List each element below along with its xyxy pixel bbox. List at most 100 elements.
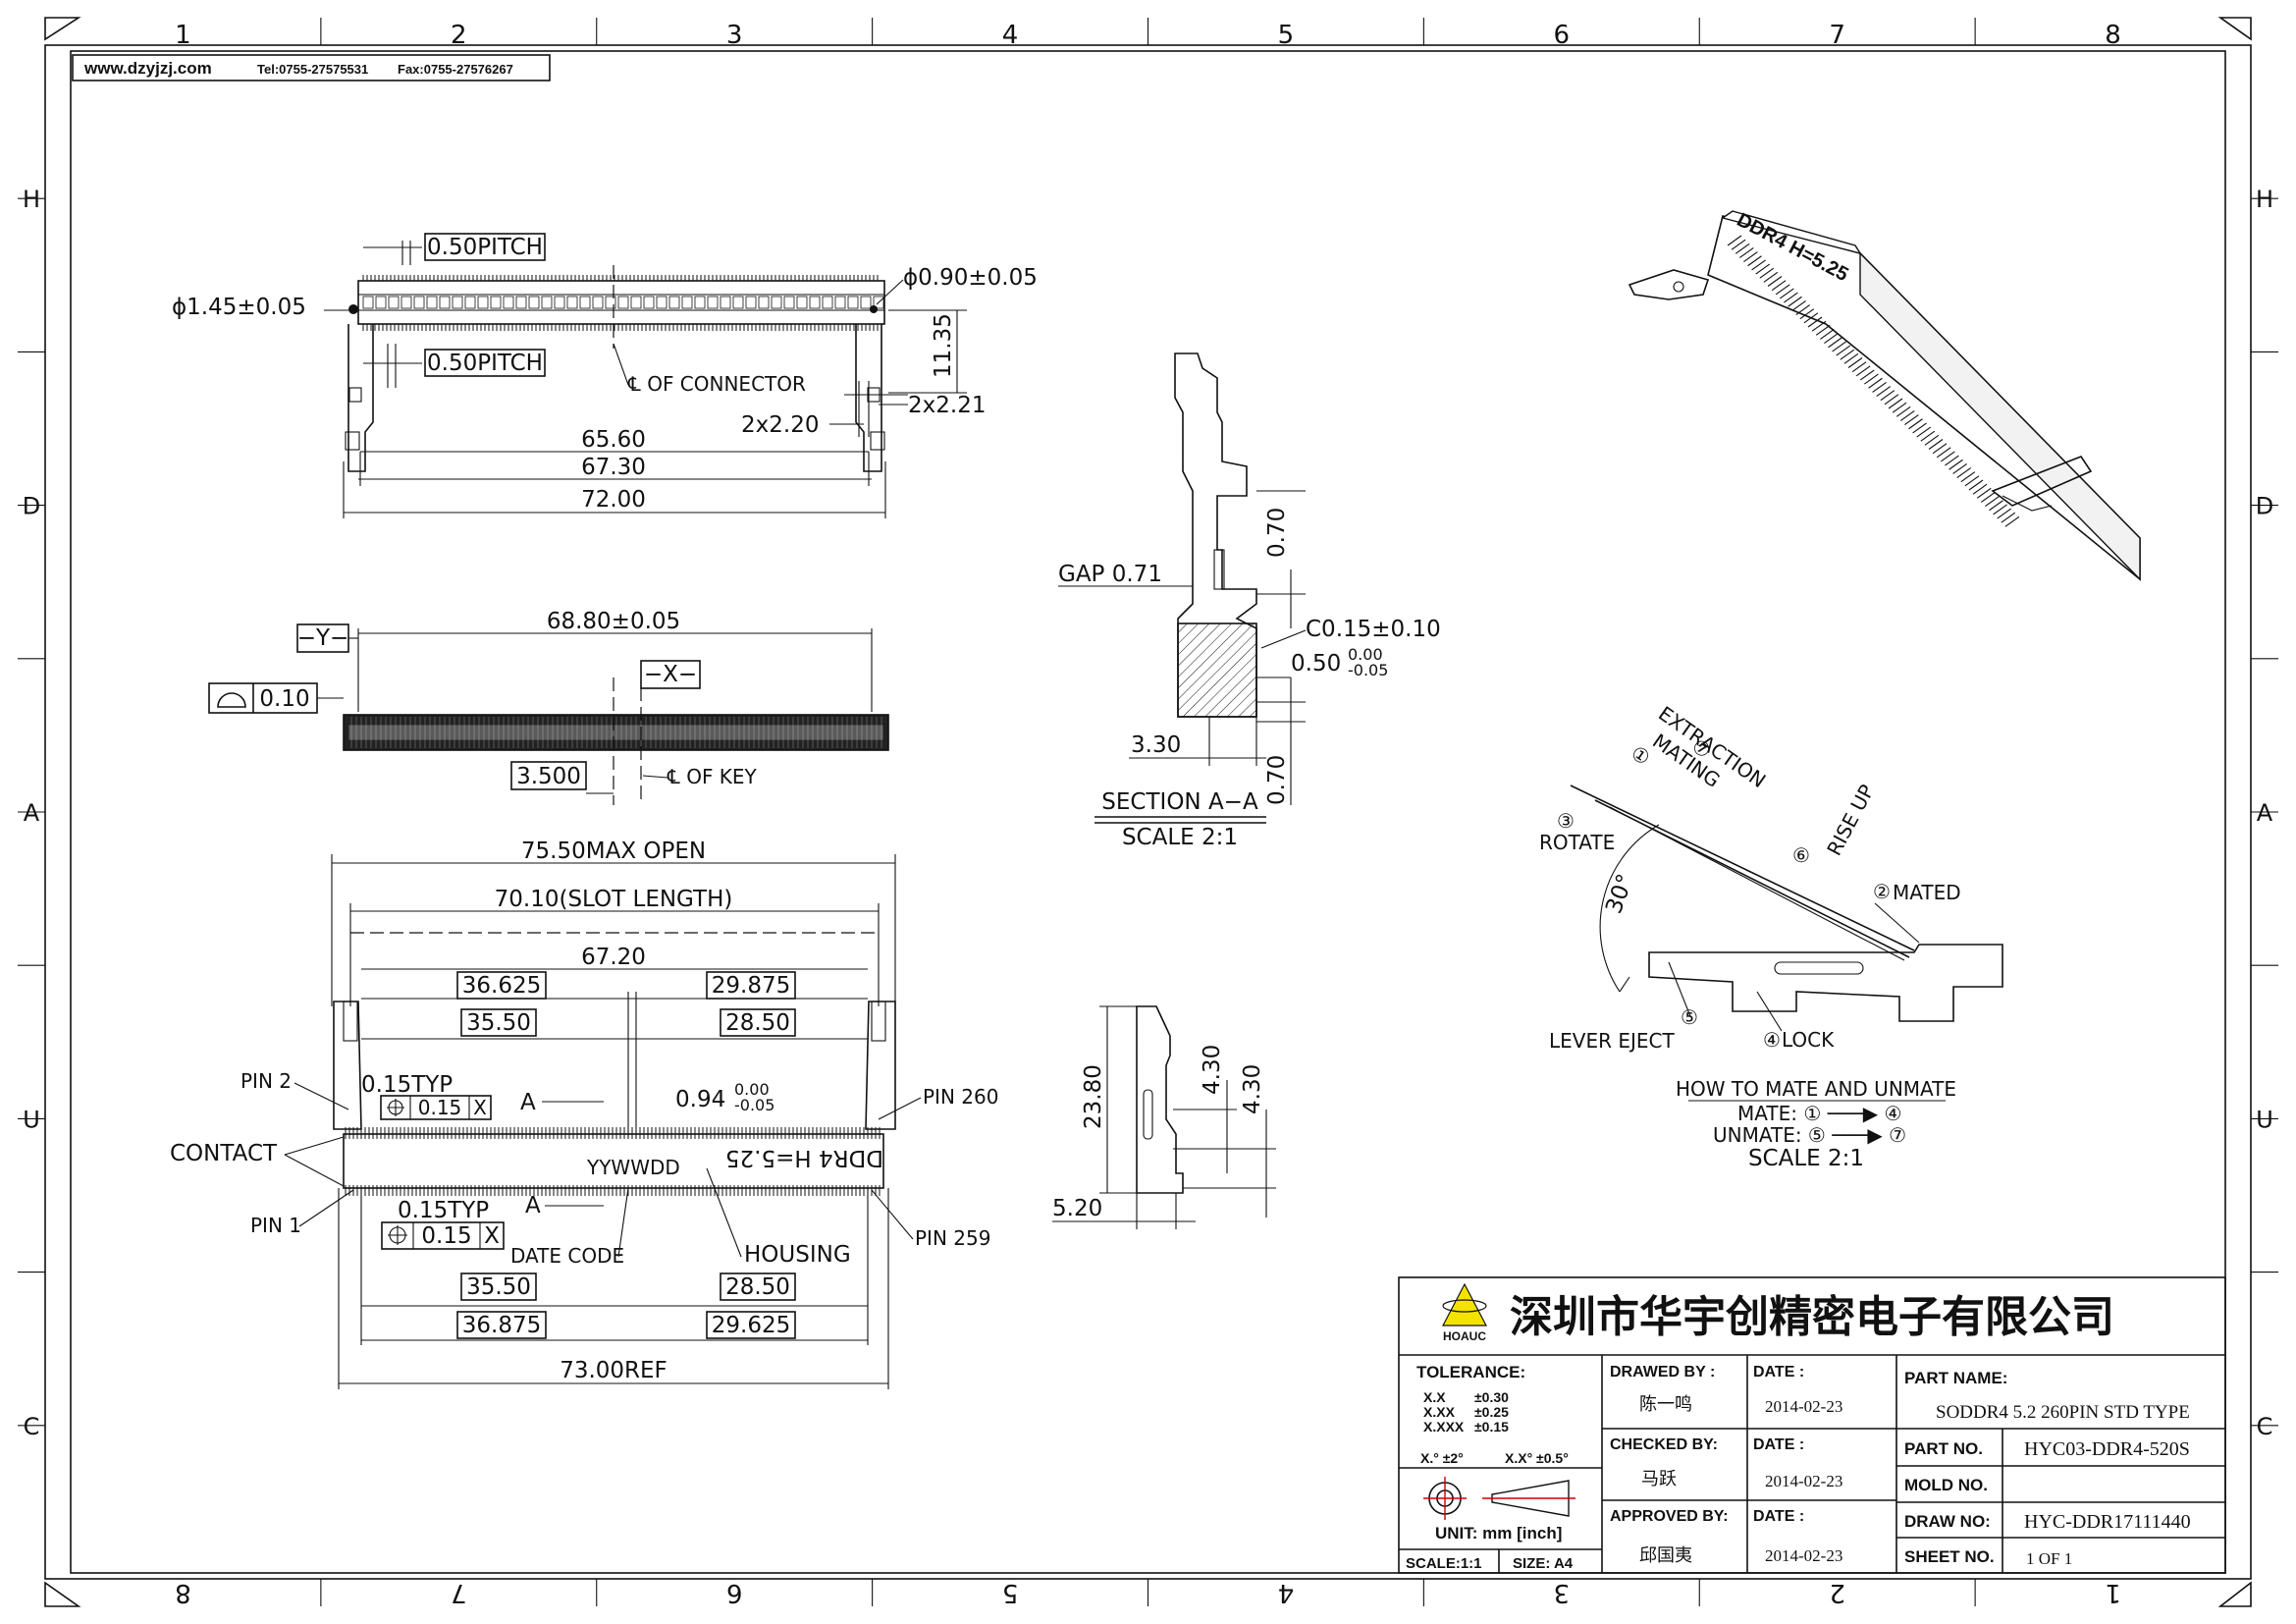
bottom-contact-teeth <box>345 1127 881 1196</box>
pos-top-label: 0.15 <box>418 1096 462 1119</box>
dim-070-top: 0.70 <box>1264 508 1290 558</box>
sheet-no-label: SHEET NO. <box>1904 1547 1995 1566</box>
checked-by: 马跃 <box>1641 1469 1677 1489</box>
dim-520: 5.20 <box>1052 1196 1102 1221</box>
dim-330: 3.30 <box>1131 732 1181 758</box>
part-no: HYC03-DDR4-520S <box>2024 1438 2190 1460</box>
size-label: SIZE: A4 <box>1513 1555 1574 1572</box>
tol-xx-val: ±0.25 <box>1474 1404 1509 1420</box>
unit-label: UNIT: mm [inch] <box>1435 1524 1562 1543</box>
dim-430-b: 4.30 <box>1240 1064 1265 1114</box>
dim-7200: 72.00 <box>581 487 646 513</box>
grid-row-right-H: H <box>2256 186 2273 213</box>
dim-2x221: 2x2.21 <box>908 393 986 418</box>
lock-label: LOCK <box>1782 1028 1835 1052</box>
hole-left-label: ϕ1.45±0.05 <box>172 295 306 320</box>
right-hole-mark <box>870 305 878 313</box>
draw-no: HYC-DDR17111440 <box>2024 1511 2191 1533</box>
grid-col-top-4: 4 <box>1002 21 1019 50</box>
part-no-label: PART NO. <box>1904 1439 1983 1458</box>
scale-label: SCALE:1:1 <box>1406 1555 1482 1572</box>
tol-xx: X.XX <box>1423 1404 1456 1420</box>
grid-col-top-7: 7 <box>1829 21 1845 50</box>
front-contact-marks <box>350 717 882 748</box>
tol-094-low: -0.05 <box>734 1096 774 1114</box>
grid-row-left-D: D <box>23 493 40 520</box>
step-lock: ④ <box>1763 1028 1781 1052</box>
unmate-sequence: UNMATE: ⑤ ───▶ ⑦ <box>1713 1123 1906 1147</box>
company-logo: HOAUC <box>1442 1282 1487 1343</box>
tol-050-up: 0.00 <box>1348 645 1383 664</box>
dim-6720: 67.20 <box>581 945 646 970</box>
isometric-view: DDR4 H=5.25 <box>1628 209 2141 581</box>
step-rise: ⑥ <box>1792 843 1810 867</box>
svg-text:X: X <box>473 1096 487 1119</box>
grid-col-bottom-8: 8 <box>175 1578 191 1607</box>
tolerance-label: TOLERANCE: <box>1416 1363 1525 1381</box>
tel-text: Tel:0755-27575531 <box>257 62 368 77</box>
side-view: 23.80 4.30 4.30 5.20 <box>1052 1005 1276 1229</box>
grid-col-bottom-2: 2 <box>1829 1578 1845 1607</box>
grid-row-right-U: U <box>2256 1106 2273 1133</box>
max-open-label: 75.50MAX OPEN <box>521 839 706 864</box>
front-view: −Y− 68.80±0.05 −X− 0.10 3.500 ℄ OF KEY <box>208 609 889 805</box>
section-scale: SCALE 2:1 <box>1122 825 1238 850</box>
lever-eject-label: LEVER EJECT <box>1549 1029 1675 1053</box>
connector-cl-label: ℄ OF CONNECTOR <box>627 372 806 396</box>
logo-text: HOAUC <box>1443 1329 1486 1343</box>
section-a-bottom-label: A <box>525 1193 541 1218</box>
dim-070-bot: 0.70 <box>1264 755 1290 805</box>
mark-label: DDR4 H=5.25 <box>725 1145 883 1170</box>
tol-x-val: ±0.30 <box>1474 1389 1509 1405</box>
tol-xxx: X.XXX <box>1423 1419 1465 1435</box>
front-width-label: 68.80±0.05 <box>547 609 680 634</box>
projection-symbol <box>1423 1477 1575 1520</box>
rotate-label: ROTATE <box>1539 831 1615 854</box>
contact-label: CONTACT <box>170 1141 278 1166</box>
dim-36625: 36.625 <box>462 973 541 999</box>
section-title: SECTION A−A <box>1101 789 1258 815</box>
grid-col-top-1: 1 <box>175 21 191 50</box>
side-height-label: 23.80 <box>1081 1064 1106 1129</box>
drawn-by-label: DRAWED BY : <box>1610 1364 1715 1380</box>
typ-bottom-label: 0.15TYP <box>398 1198 489 1223</box>
part-name: SODDR4 5.2 260PIN STD TYPE <box>1936 1402 2190 1423</box>
grid-col-top-6: 6 <box>1554 21 1571 50</box>
grid-col-bottom-7: 7 <box>451 1578 467 1607</box>
step-lever: ⑤ <box>1681 1005 1698 1029</box>
date-2: 2014-02-23 <box>1765 1472 1842 1490</box>
grid-col-bottom-6: 6 <box>726 1578 743 1607</box>
dim-29625: 29.625 <box>712 1313 790 1338</box>
grid-col-top-5: 5 <box>1278 21 1295 50</box>
section-a-top-label: A <box>520 1090 536 1115</box>
top-contact-cells <box>362 296 884 309</box>
title-block: HOAUC 深圳市华宇创精密电子有限公司 TOLERANCE: X.X ±0.3… <box>1398 1276 2226 1574</box>
ref-label: 73.00REF <box>560 1358 667 1383</box>
key-offset-label: 3.500 <box>516 764 581 789</box>
flatness-label: 0.10 <box>259 686 309 712</box>
height-label: 11.35 <box>931 313 956 378</box>
mold-no-label: MOLD NO. <box>1904 1476 1988 1494</box>
grid-col-bottom-1: 1 <box>2105 1578 2121 1607</box>
approved-by: 邱国夷 <box>1639 1545 1692 1566</box>
mated-label: MATED <box>1893 881 1961 904</box>
grid-col-bottom-5: 5 <box>1002 1578 1019 1607</box>
grid-row-right-A: A <box>2257 799 2273 827</box>
step-rotate: ③ <box>1557 809 1575 833</box>
part-name-label: PART NAME: <box>1904 1369 2007 1387</box>
header-contact-box: www.dzyjzj.com Tel:0755-27575531 Fax:075… <box>72 54 551 81</box>
pin259-label: PIN 259 <box>915 1226 990 1250</box>
tol-angle-1: X.° ±2° <box>1420 1450 1464 1466</box>
typ-top-label: 0.15TYP <box>361 1072 453 1098</box>
left-hole-mark <box>348 304 358 314</box>
mate-sequence: MATE: ① ───▶ ④ <box>1737 1102 1901 1125</box>
dim-36875: 36.875 <box>462 1313 541 1338</box>
angle-label: 30° <box>1601 871 1638 917</box>
datum-y-label: −Y− <box>297 625 349 651</box>
date-label-2: DATE : <box>1753 1436 1804 1453</box>
date-1: 2014-02-23 <box>1765 1397 1842 1416</box>
mating-view: 30° EXTRACTION ⑦ MATING ① ③ ROTATE RISE … <box>1539 701 2003 1171</box>
dim-2x220: 2x2.20 <box>741 412 819 438</box>
